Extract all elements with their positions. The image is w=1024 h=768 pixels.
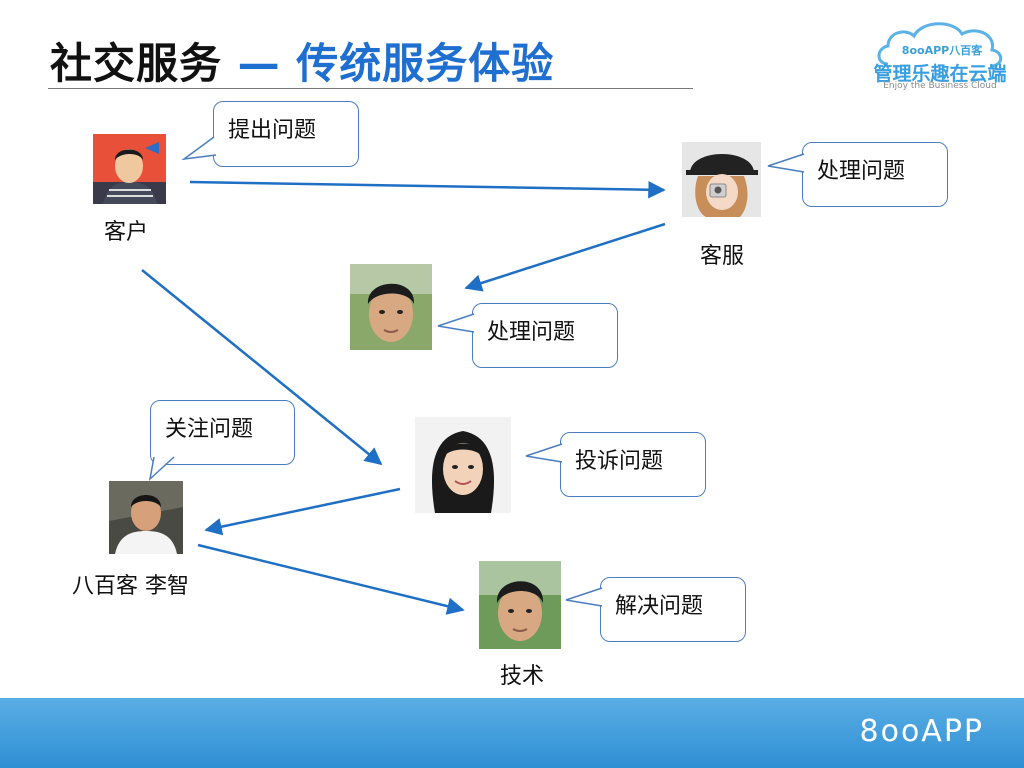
bubble-raise-issue: 提出问题 xyxy=(213,101,359,167)
arrow-complaint-to-manager xyxy=(204,487,401,536)
avatar-complainant xyxy=(415,417,511,513)
label-service: 客服 xyxy=(700,244,745,269)
avatar-manager xyxy=(109,481,183,554)
company-logo: 8ooAPP八百客 管理乐趣在云端 Enjoy the Business Clo… xyxy=(870,18,1010,94)
footer-bar: 8ooAPP xyxy=(0,698,1024,768)
logo-brand: 8ooAPP八百客 xyxy=(901,44,983,57)
bubble-text: 解决问题 xyxy=(615,594,704,619)
person-photo-icon xyxy=(682,142,761,217)
arrow-customer-to-service xyxy=(189,180,666,199)
arrow-manager-to-tech xyxy=(197,543,465,615)
title-accent: — 传统服务体验 xyxy=(237,39,555,88)
person-photo-icon xyxy=(415,417,511,513)
label-customer: 客户 xyxy=(104,220,149,245)
arrow-customer-to-complaint xyxy=(141,269,383,466)
bubble-staff-handle: 处理问题 xyxy=(472,303,618,368)
bubble-service-handle: 处理问题 xyxy=(802,142,948,207)
bubble-tail xyxy=(148,456,175,482)
bubble-text: 处理问题 xyxy=(817,159,906,184)
bubble-resolve: 解决问题 xyxy=(600,577,746,642)
avatar-tech xyxy=(479,561,561,649)
bubble-text: 处理问题 xyxy=(487,320,576,345)
avatar-service xyxy=(682,142,761,217)
label-tech: 技术 xyxy=(500,664,545,689)
bubble-tail xyxy=(525,443,563,463)
bubble-text: 提出问题 xyxy=(228,118,317,143)
arrow-service-to-staff xyxy=(464,222,666,292)
bubble-tail xyxy=(565,587,603,607)
slide-title: 社交服务 — 传统服务体验 xyxy=(50,30,554,91)
bubble-text: 投诉问题 xyxy=(575,449,664,474)
person-photo-icon xyxy=(350,264,432,350)
person-photo-icon xyxy=(93,134,166,204)
avatar-customer xyxy=(93,134,166,204)
bubble-attention: 关注问题 xyxy=(150,400,295,465)
bubble-tail xyxy=(181,136,217,161)
bubble-text: 关注问题 xyxy=(165,417,254,442)
person-photo-icon xyxy=(109,481,183,554)
bubble-complain: 投诉问题 xyxy=(560,432,706,497)
title-divider xyxy=(48,88,693,89)
logo-subtitle: Enjoy the Business Cloud xyxy=(883,81,997,91)
logo-slogan: 管理乐趣在云端 xyxy=(873,63,1007,85)
label-manager: 八百客 李智 xyxy=(72,574,189,599)
footer-brand: 8ooAPP xyxy=(859,714,984,749)
title-main: 社交服务 xyxy=(50,39,223,88)
cloud-icon xyxy=(877,22,1003,68)
person-photo-icon xyxy=(479,561,561,649)
avatar-staff xyxy=(350,264,432,350)
bubble-tail xyxy=(437,313,475,333)
bubble-tail xyxy=(767,153,805,173)
